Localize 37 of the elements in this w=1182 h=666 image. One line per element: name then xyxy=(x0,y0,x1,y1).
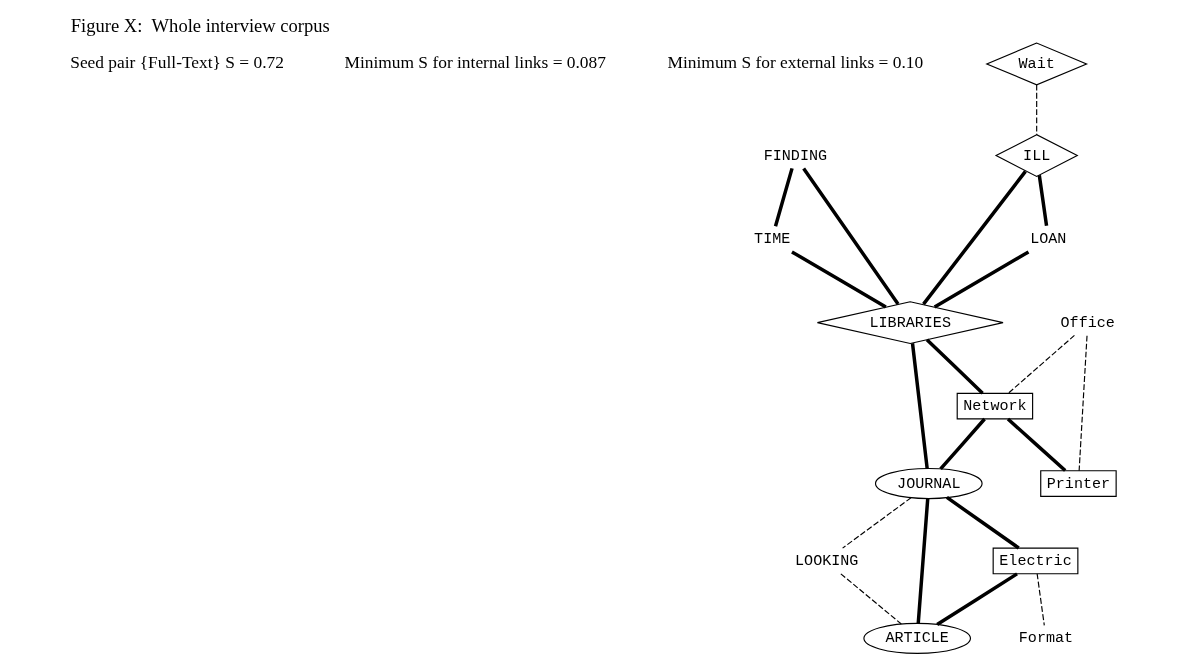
connector xyxy=(1007,334,1075,394)
node-box: Printer xyxy=(1039,470,1117,497)
connector xyxy=(839,573,902,625)
connector xyxy=(945,496,1020,550)
connector xyxy=(1037,174,1048,227)
connector xyxy=(933,250,1029,309)
connector xyxy=(1035,84,1037,136)
node-text: FINDING xyxy=(763,146,827,165)
node-box: Network xyxy=(956,392,1033,420)
connector xyxy=(841,497,912,549)
connector xyxy=(790,250,887,309)
connector xyxy=(1006,417,1066,472)
connector xyxy=(921,170,1027,306)
label: Seed pair {Full-Text} S = 0.72 xyxy=(69,51,284,72)
connector xyxy=(1036,573,1045,626)
connector xyxy=(935,572,1018,627)
connector xyxy=(773,167,794,227)
connector xyxy=(925,338,984,395)
node-diamond: LIBRARIES xyxy=(816,301,1004,345)
node-ellipse: JOURNAL xyxy=(874,467,983,500)
node-ellipse: ARTICLE xyxy=(862,622,971,654)
node-text: TIME xyxy=(753,230,790,249)
label: Minimum S for external links = 0.10 xyxy=(667,51,923,72)
connector xyxy=(910,343,929,469)
node-text: Format xyxy=(1018,629,1073,648)
connector xyxy=(916,498,929,624)
connector xyxy=(938,417,986,471)
connector xyxy=(801,167,899,305)
label: Minimum S for internal links = 0.087 xyxy=(343,51,606,72)
node-text: LOAN xyxy=(1029,230,1066,249)
connector xyxy=(1078,335,1088,472)
node-diamond: Wait xyxy=(984,42,1088,86)
diagram-title: Figure X: Whole interview corpus xyxy=(70,15,330,37)
node-box: Electric xyxy=(992,547,1078,575)
node-text: LOOKING xyxy=(794,551,858,570)
node-text: Office xyxy=(1060,313,1115,332)
node-diamond: ILL xyxy=(994,134,1079,178)
